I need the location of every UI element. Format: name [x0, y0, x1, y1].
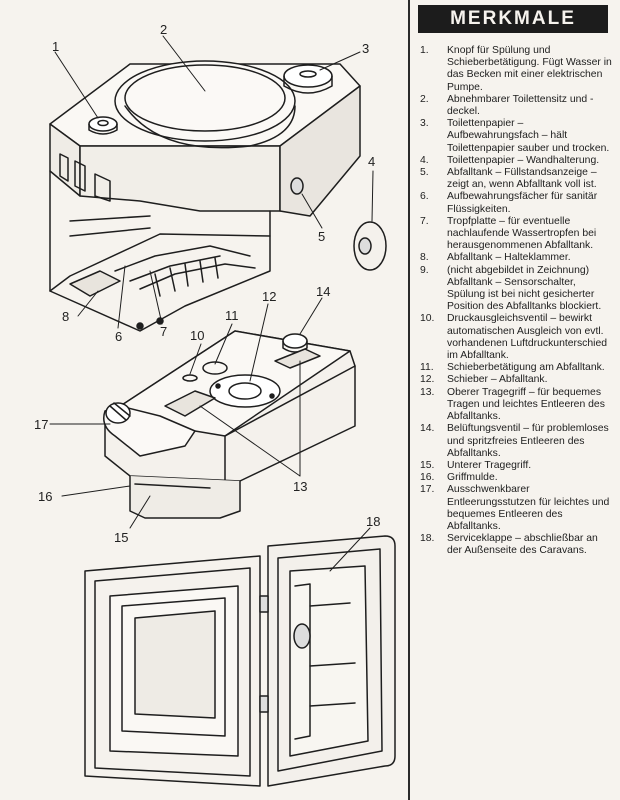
- feature-item: 15. Unterer Tragegriff.: [418, 460, 616, 472]
- feature-number: 1.: [420, 45, 429, 56]
- feature-item: 2. Abnehmbarer Toilettensitz und -deckel.: [418, 94, 616, 118]
- feature-number: 10.: [420, 313, 435, 325]
- feature-item: 6. Aufbewahrungsfächer für sanitär Flüssi…: [418, 191, 616, 215]
- feature-item: 16. Griffmulde.: [418, 472, 616, 484]
- callout-2: 2: [160, 22, 167, 37]
- callout-labels: 1 2 3 4 5 6 7 8 10 11 12 14 17 16 15 13 …: [34, 22, 380, 545]
- feature-item: 9. (nicht abgebildet in Zeichnung) Abfall…: [418, 265, 616, 314]
- feature-number: 14.: [420, 423, 435, 435]
- callout-12: 12: [262, 289, 276, 304]
- feature-item: 12. Schieber – Abfalltank.: [418, 374, 616, 386]
- feature-text: Abfalltank – Halteklammer.: [447, 252, 571, 264]
- feature-text: Belüftungsventil – für problemloses und …: [447, 423, 609, 459]
- callout-7: 7: [160, 324, 167, 339]
- callout-11: 11: [225, 308, 239, 323]
- feature-item: 18. Serviceklappe – abschließbar an der A…: [418, 533, 616, 557]
- feature-text: Abfalltank – Füllstandsanzeige – zeigt a…: [447, 167, 597, 191]
- feature-text: Schieberbetätigung am Abfalltank.: [447, 362, 605, 374]
- section-heading: MERKMALE: [418, 5, 608, 33]
- feature-text: Ausschwenkbarer Entleerungsstutzen für l…: [447, 484, 610, 532]
- waste-tank-drawing: [103, 330, 356, 519]
- feature-text: Unterer Tragegriff.: [447, 459, 532, 471]
- feature-text: Knopf für Spülung und Schieberbetätigung…: [447, 45, 612, 93]
- feature-number: 16.: [420, 472, 435, 484]
- callout-13: 13: [293, 479, 307, 494]
- callout-8: 8: [62, 309, 69, 324]
- feature-number: 8.: [420, 252, 429, 264]
- feature-text: Aufbewahrungsfächer für sanitär Flüssigk…: [447, 191, 598, 215]
- feature-number: 5.: [420, 167, 429, 179]
- feature-item: 4. Toilettenpapier – Wandhalterung.: [418, 155, 616, 167]
- feature-text: Griffmulde.: [447, 472, 498, 484]
- service-door-drawing: [84, 535, 396, 787]
- feature-item: 7. Tropfplatte – für eventuelle nachlaufe…: [418, 216, 616, 253]
- feature-number: 2.: [420, 93, 429, 105]
- feature-number: 4.: [420, 154, 429, 166]
- feature-number: 6.: [420, 191, 429, 203]
- feature-item: 13. Oberer Tragegriff – für bequemes Trag…: [418, 387, 616, 424]
- technical-illustration: 1 2 3 4 5 6 7 8 10 11 12 14 17 16 15 13 …: [10, 6, 410, 796]
- callout-6: 6: [115, 329, 122, 344]
- feature-item: 5. Abfalltank – Füllstandsanzeige – zeigt…: [418, 167, 616, 191]
- callout-3: 3: [362, 41, 369, 56]
- feature-number: 15.: [420, 459, 435, 471]
- feature-text: Druckausgleichsventil – bewirkt automati…: [447, 313, 608, 362]
- feature-number: 12.: [420, 374, 435, 386]
- callout-1: 1: [52, 39, 59, 54]
- column-divider: [408, 0, 410, 800]
- feature-number: 17.: [420, 484, 435, 496]
- callout-15: 15: [114, 530, 128, 545]
- feature-text: Toilettenpapier – Wandhalterung.: [447, 154, 600, 166]
- feature-number: 13.: [420, 386, 435, 398]
- feature-text: Tropfplatte – für eventuelle nachlaufend…: [447, 215, 597, 252]
- feature-text: (nicht abgebildet in Zeichnung) Abfallta…: [447, 264, 602, 313]
- leader-lines: [49, 35, 374, 572]
- feature-item: 11. Schieberbetätigung am Abfalltank.: [418, 362, 616, 374]
- toilet-unit-drawing: [49, 60, 361, 332]
- callout-17: 17: [34, 417, 48, 432]
- feature-text: Oberer Tragegriff – für bequemes Tragen …: [447, 386, 605, 423]
- feature-item: 1. Knopf für Spülung und Schieberbetätigu…: [418, 45, 616, 94]
- feature-item: 14. Belüftungsventil – für problemloses u…: [418, 423, 616, 460]
- callout-4: 4: [368, 154, 375, 169]
- callout-5: 5: [318, 229, 325, 244]
- feature-item: 17. Ausschwenkbarer Entleerungsstutzen fü…: [418, 484, 616, 533]
- feature-number: 3.: [420, 118, 429, 130]
- callout-14: 14: [316, 284, 330, 299]
- feature-text: Abnehmbarer Toilettensitz und -deckel.: [447, 93, 594, 118]
- callout-18: 18: [366, 514, 380, 529]
- feature-number: 18.: [420, 533, 435, 545]
- callout-16: 16: [38, 489, 52, 504]
- feature-number: 7.: [420, 215, 429, 227]
- feature-text: Toilettenpapier – Aufbewahrungsfach – hä…: [447, 118, 610, 154]
- paper-holder-drawing: [353, 221, 387, 271]
- feature-text: Serviceklappe – abschließbar an der Auße…: [447, 533, 598, 557]
- feature-number: 11.: [420, 362, 434, 374]
- feature-item: 3. Toilettenpapier – Aufbewahrungsfach – …: [418, 118, 616, 155]
- feature-text: Schieber – Abfalltank.: [447, 374, 548, 386]
- features-list: 1. Knopf für Spülung und Schieberbetätigu…: [418, 45, 616, 558]
- callout-10: 10: [190, 328, 204, 343]
- feature-item: 8. Abfalltank – Halteklammer.: [418, 252, 616, 264]
- feature-number: 9.: [420, 264, 429, 276]
- feature-item: 10. Druckausgleichsventil – bewirkt autom…: [418, 313, 616, 362]
